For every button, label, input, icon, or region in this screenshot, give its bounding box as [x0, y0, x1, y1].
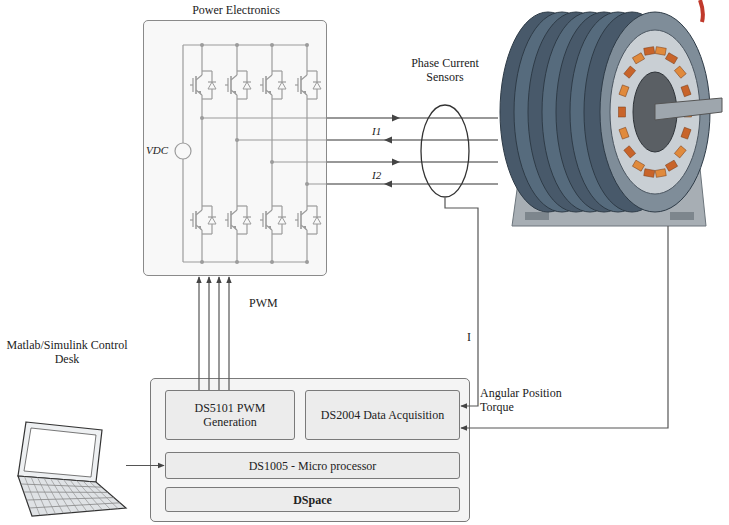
- edge-label: I: [465, 330, 473, 344]
- current-arrow: [384, 137, 392, 144]
- power-electronics-box: Power Electronics: [143, 20, 327, 276]
- motor-shaft: [655, 98, 722, 120]
- keyboard-key-column: [77, 481, 103, 511]
- current-arrow: [384, 181, 392, 188]
- current-sensor: Phase Current Sensors: [420, 104, 470, 198]
- motor-base: [525, 212, 549, 220]
- motor-base: [670, 212, 694, 220]
- pwm-board: DS5101 PWM Generation: [165, 390, 295, 440]
- stator-winding: [681, 85, 691, 97]
- keyboard-key-column: [25, 477, 40, 516]
- acquisition-board: DS2004 Data Acquisition: [305, 390, 460, 440]
- dspace-label-box: DSpace: [165, 487, 460, 512]
- laptop-drawing: [4, 420, 130, 520]
- node-heading: Phase Current Sensors: [395, 56, 495, 84]
- keyboard-key-column: [70, 480, 95, 511]
- connector: [199, 277, 229, 390]
- laptop: Matlab/Simulink Control Desk: [4, 336, 130, 522]
- connector: [445, 198, 478, 406]
- stator-winding: [674, 146, 686, 158]
- keyboard-key-column: [83, 481, 110, 509]
- node-label: DSpace: [287, 493, 338, 507]
- stator-winding: [624, 66, 636, 78]
- laptop-screen: [24, 428, 96, 477]
- signal-label: Angular Position Torque: [480, 386, 580, 414]
- node-label: DS2004 Data Acquisition: [315, 408, 450, 422]
- connector-line: [126, 465, 164, 466]
- stator-winding: [619, 107, 626, 117]
- keyboard-key-column: [31, 477, 48, 515]
- sensor-outline: [421, 105, 469, 197]
- stator-winding: [674, 66, 686, 78]
- node-heading: Matlab/Simulink Control Desk: [4, 338, 130, 366]
- sensor-outline: [420, 104, 470, 198]
- voltage-label: VDC: [146, 144, 168, 156]
- stator-winding: [665, 53, 677, 64]
- stator-winding: [619, 85, 629, 97]
- current-arrow: [392, 115, 400, 122]
- motor-cable: [700, 0, 703, 22]
- laptop-keyboard: [18, 476, 126, 516]
- connector-line: [198, 277, 199, 390]
- stator-winding: [632, 160, 644, 171]
- stator-winding: [665, 160, 677, 171]
- stator-winding: [619, 127, 629, 139]
- connector-line: [208, 277, 209, 390]
- keyboard-key-column: [57, 479, 79, 512]
- edge-label: PWM: [247, 296, 280, 310]
- keyboard-key-column: [64, 480, 87, 512]
- connector: [126, 465, 164, 466]
- stator-winding: [644, 47, 655, 56]
- connector-line: [228, 277, 229, 390]
- phase-wire: [307, 183, 498, 184]
- stator-winding: [644, 169, 655, 178]
- current-arrow: [392, 159, 400, 166]
- stator-winding: [655, 47, 666, 56]
- node-label: DS1005 - Micro processor: [243, 459, 383, 473]
- keyboard-key-column: [90, 482, 119, 509]
- node-label: DS5101 PWM Generation: [174, 401, 286, 429]
- current-label: I2: [372, 169, 381, 181]
- stator-winding: [632, 53, 644, 64]
- stator-winding: [655, 169, 666, 178]
- processor-board: DS1005 - Micro processor: [165, 452, 460, 479]
- laptop-screen: [18, 422, 102, 482]
- stator-winding: [681, 127, 691, 139]
- stator-winding: [624, 146, 636, 158]
- current-label: I1: [372, 125, 381, 137]
- node-heading: Power Electronics: [144, 3, 328, 17]
- sensor-wire: [461, 226, 668, 428]
- connector-line: [218, 277, 219, 390]
- connector-line: [445, 198, 478, 406]
